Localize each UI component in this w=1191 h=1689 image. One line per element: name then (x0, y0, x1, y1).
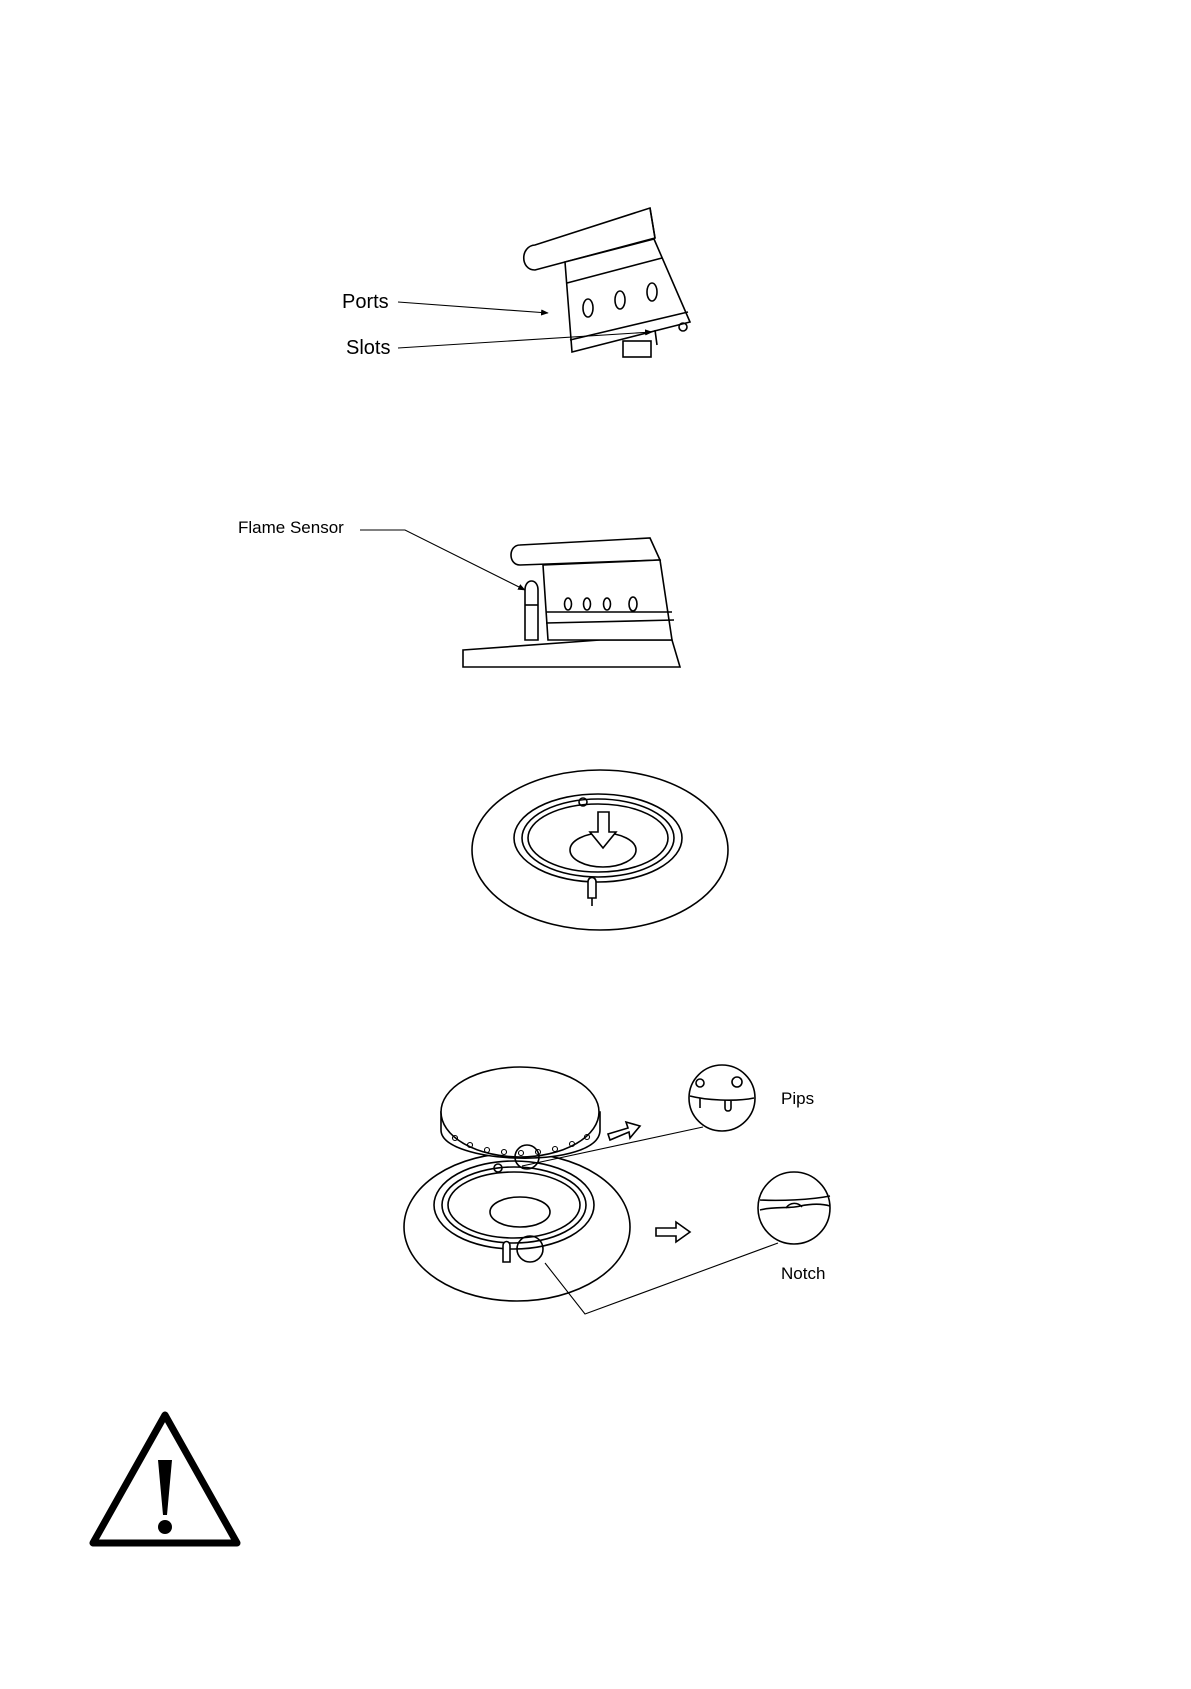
ports-label: Ports (342, 291, 389, 313)
slots-label: Slots (346, 337, 390, 359)
burner-assembly-figure: Pips Notch (404, 1065, 830, 1314)
insert-direction-arrow (590, 812, 616, 848)
warning-triangle-icon (93, 1415, 237, 1543)
slot (623, 341, 651, 357)
pips-label: Pips (781, 1089, 814, 1108)
notch-connector-line (545, 1243, 778, 1314)
pips-direction-arrow (608, 1122, 640, 1140)
burner-sensor-figure: Flame Sensor (238, 518, 680, 667)
flame-sensor-rod (525, 581, 538, 640)
burner-base-figure (472, 770, 728, 930)
ports-leader-line (398, 302, 548, 313)
burner-side-figure: Ports Slots (342, 208, 690, 359)
notch-label: Notch (781, 1264, 825, 1283)
flame-sensor-label: Flame Sensor (238, 518, 344, 537)
pips-detail-view (689, 1065, 755, 1131)
burner-with-sensor-drawing (463, 538, 680, 667)
notch-direction-arrow (656, 1222, 690, 1242)
notch-detail-view (758, 1172, 830, 1244)
flame-sensor-leader-line (360, 530, 525, 590)
